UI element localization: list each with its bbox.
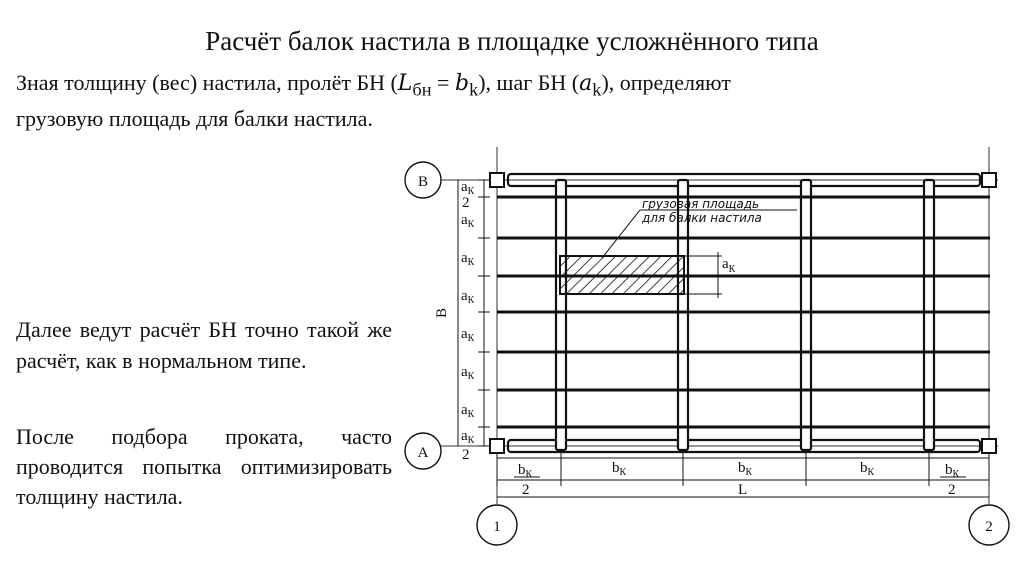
cargo-label-line2: для балки настила	[641, 211, 762, 225]
vertical-dim-labels: aК 2 aК aК aК aК aК aК aК 2	[461, 179, 475, 463]
cargo-leader	[601, 209, 797, 259]
axis-bubble-A: А	[404, 432, 442, 470]
secondary-beams	[554, 178, 936, 452]
axis-bubble-2: 2	[968, 504, 1010, 546]
svg-text:bК: bК	[738, 460, 753, 478]
paragraph-optimize: После подбора проката, часто проводится …	[16, 424, 392, 509]
svg-text:1: 1	[493, 519, 501, 535]
svg-text:А: А	[418, 445, 429, 461]
svg-text:aК: aК	[461, 402, 475, 420]
horizontal-dim-chain	[496, 452, 990, 498]
svg-text:bК: bК	[945, 462, 960, 480]
decking-beams	[497, 195, 990, 429]
slide-title: Расчёт балок настила в площадке усложнён…	[205, 26, 819, 56]
svg-text:2: 2	[462, 195, 470, 211]
intro-L: L	[397, 71, 413, 96]
intro-a-sub: k	[592, 79, 602, 100]
horizontal-dim-labels: bК 2 bК bК bК bК 2	[518, 460, 960, 498]
intro-b: b	[454, 71, 470, 96]
intro-part2: ), шаг БН (	[478, 70, 580, 95]
paragraph-calc: Далее ведут расчёт БН точно такой же рас…	[16, 317, 392, 373]
svg-text:bК: bК	[860, 460, 875, 478]
axis-bubble-B: В	[404, 161, 442, 199]
svg-text:aК: aК	[461, 288, 475, 306]
svg-text:aК: aК	[461, 364, 475, 382]
intro-text: Зная толщину (вес) настила, пролёт БН (L…	[16, 68, 1016, 134]
main-beams	[506, 172, 982, 454]
cargo-ak-dimension	[684, 252, 722, 298]
svg-text:aК: aК	[461, 326, 475, 344]
axis-bubble-1: 1	[476, 504, 518, 546]
intro-line2: грузовую площадь для балки настила.	[16, 106, 373, 132]
svg-text:bК: bК	[612, 460, 627, 478]
cargo-ak-label: aК	[722, 256, 736, 275]
svg-text:bК: bК	[518, 462, 533, 480]
svg-text:aК: aК	[461, 212, 475, 230]
svg-text:aК: aК	[461, 250, 475, 268]
dim-L-label: L	[738, 482, 747, 498]
intro-a: a	[579, 71, 593, 96]
svg-text:2: 2	[985, 519, 993, 535]
svg-text:aК: aК	[461, 428, 475, 446]
svg-text:2: 2	[948, 482, 956, 498]
svg-text:2: 2	[462, 447, 470, 463]
vertical-dim-chain	[457, 179, 490, 447]
svg-text:aК: aК	[461, 179, 475, 197]
columns	[489, 172, 997, 454]
intro-b-sub: k	[469, 79, 479, 100]
svg-text:В: В	[418, 174, 428, 190]
intro-L-sub: бн	[412, 79, 432, 100]
cargo-area	[559, 255, 685, 295]
cargo-label-line1: грузовая площадь	[642, 197, 759, 211]
svg-text:2: 2	[522, 482, 530, 498]
intro-eq: =	[431, 70, 455, 95]
intro-part1: Зная толщину (вес) настила, пролёт БН (	[16, 70, 398, 95]
dim-B-label: В	[434, 308, 450, 318]
intro-part3: ), определяют	[601, 70, 731, 95]
